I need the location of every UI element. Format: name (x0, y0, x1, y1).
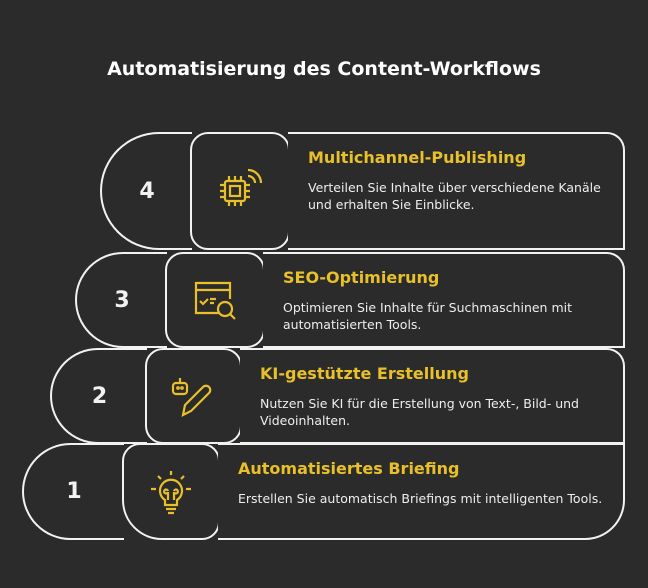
step-number: 3 (75, 252, 167, 348)
step-number: 4 (100, 132, 192, 250)
robot-pencil-icon (145, 348, 242, 444)
page-title: Automatisierung des Content-Workflows (107, 58, 541, 80)
step-number: 1 (22, 443, 124, 540)
step-heading: Automatisiertes Briefing (238, 459, 460, 478)
step-heading: Multichannel-Publishing (308, 148, 527, 167)
chip-wireless-icon (190, 132, 290, 250)
step-description: Nutzen Sie KI für die Erstellung von Tex… (260, 396, 579, 428)
seo-search-icon (165, 252, 265, 348)
step-description: Optimieren Sie Inhalte für Suchmaschinen… (283, 300, 573, 332)
step-heading: SEO-Optimierung (283, 268, 440, 287)
step-description: Verteilen Sie Inhalte über verschiedene … (308, 180, 601, 212)
lightbulb-icon (122, 443, 220, 540)
step-description: Erstellen Sie automatisch Briefings mit … (238, 491, 603, 506)
step-heading: KI-gestützte Erstellung (260, 364, 469, 383)
step-number: 2 (50, 348, 147, 444)
